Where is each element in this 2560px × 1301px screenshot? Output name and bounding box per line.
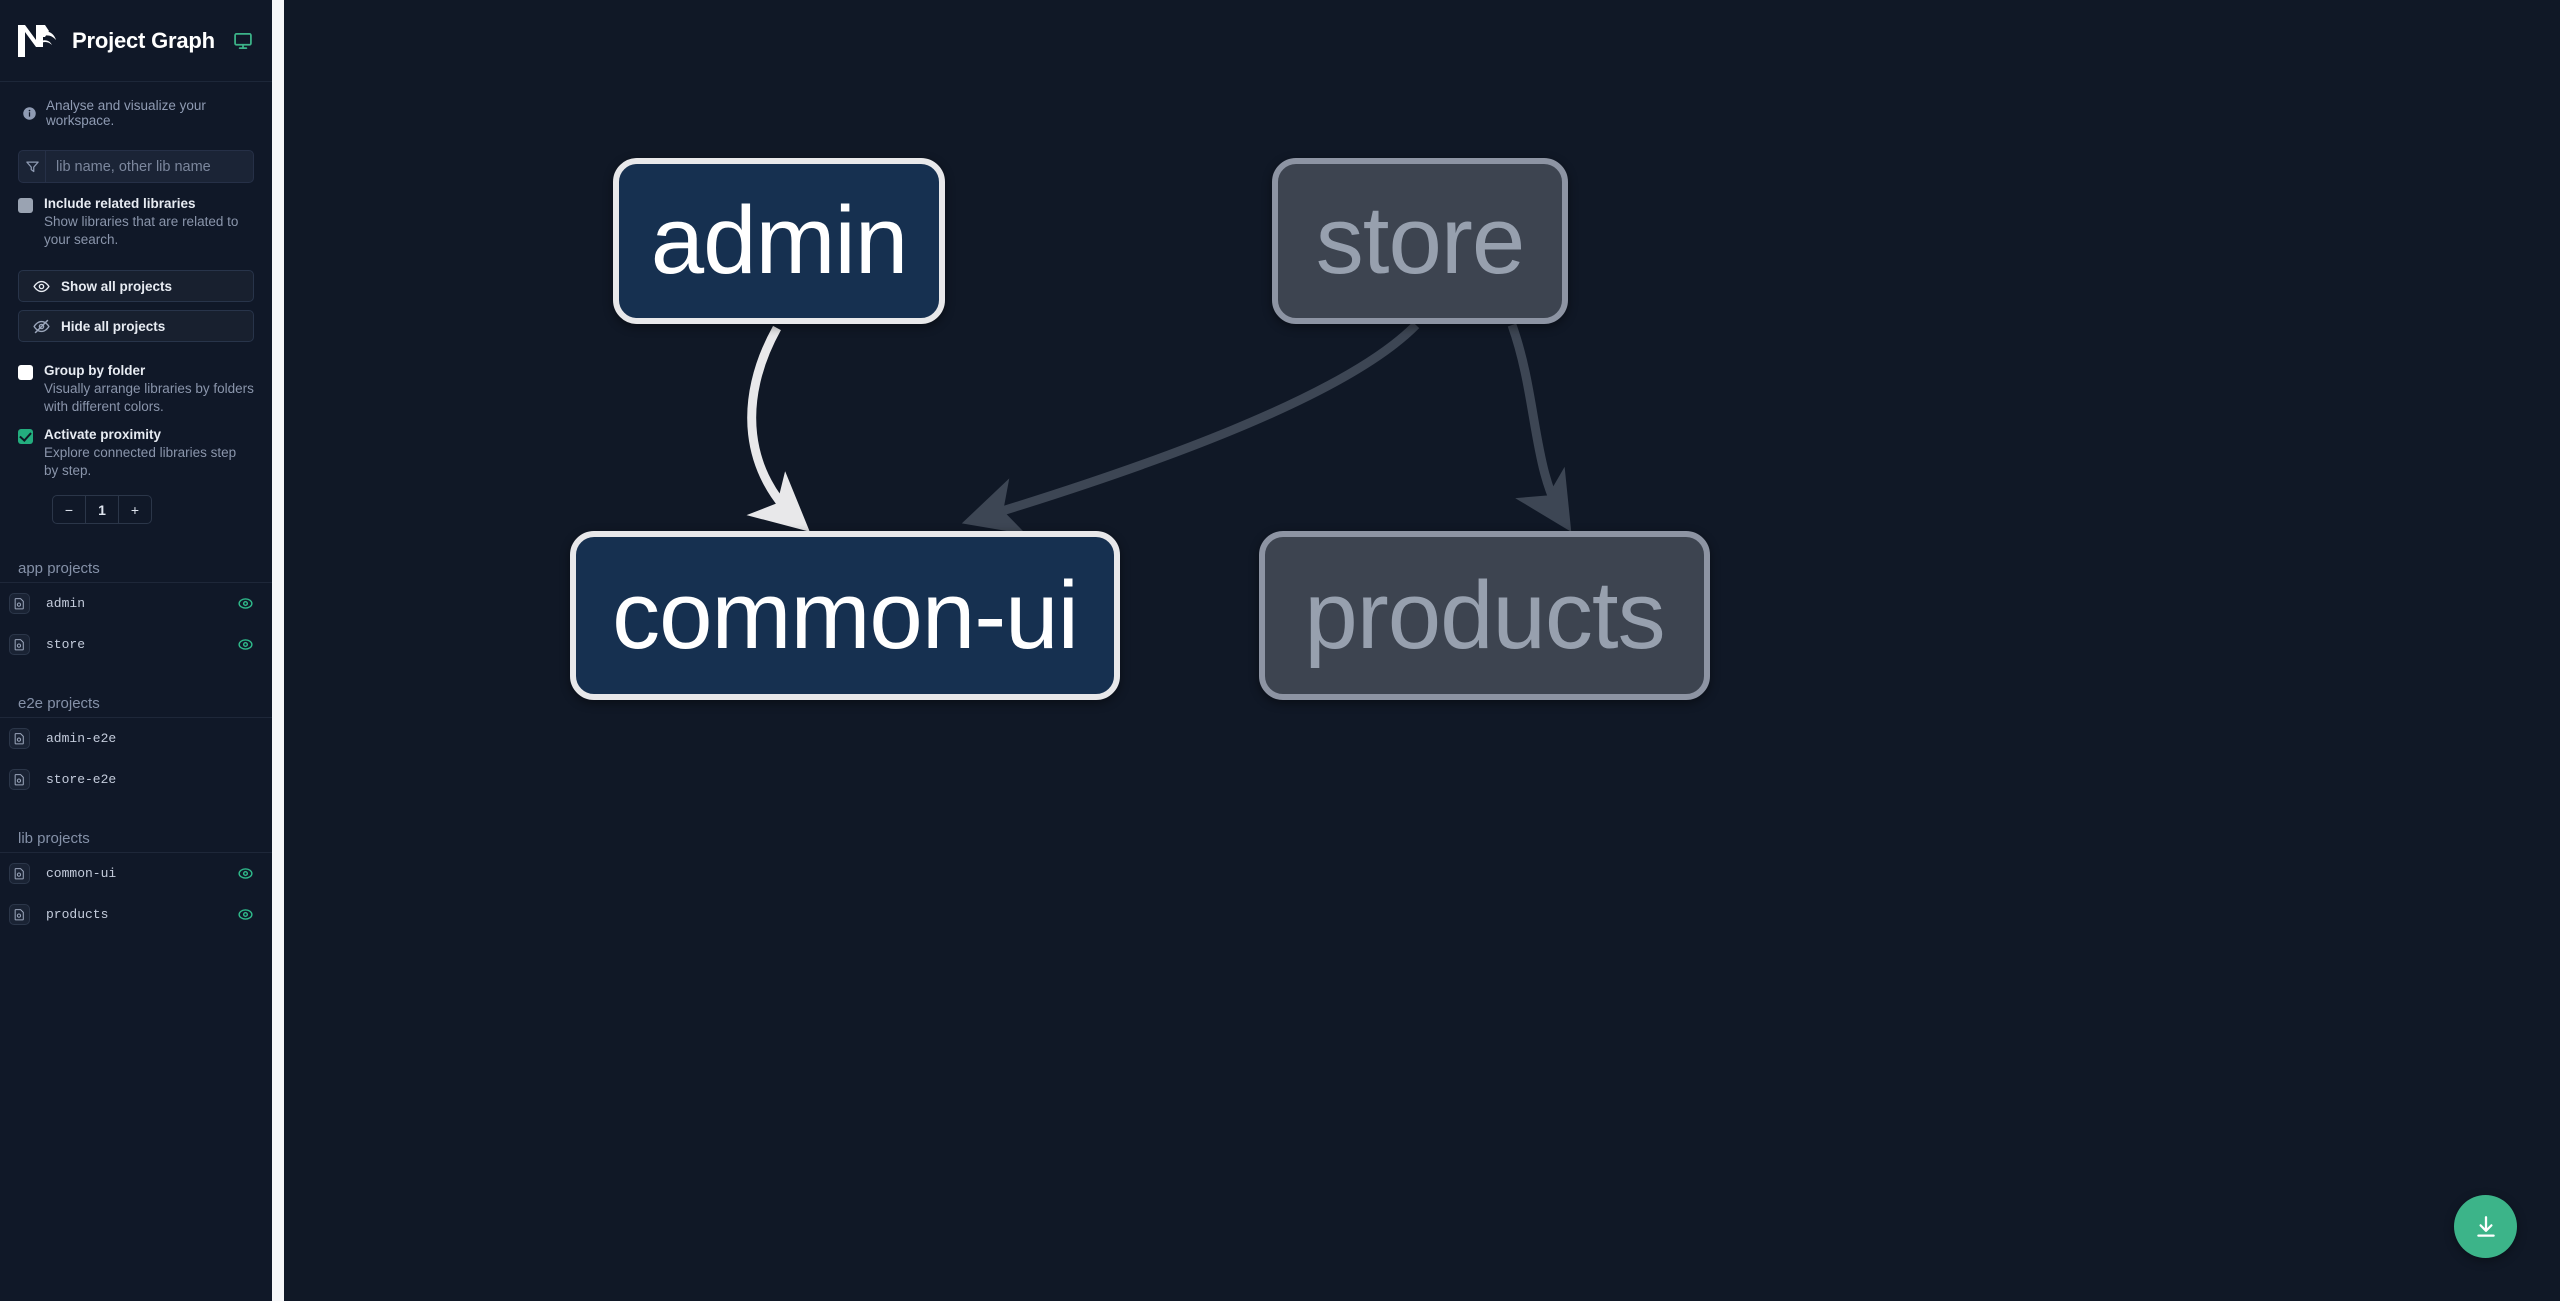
sidebar: Project Graph Analyse and visualize your… [0,0,272,1301]
project-name: admin [46,596,86,611]
project-group-title: lib projects [0,830,272,853]
monitor-icon[interactable] [233,31,253,51]
show-all-projects-label: Show all projects [61,278,173,294]
edge-store-to-products [1507,323,1572,532]
graph-node-products[interactable]: products [1259,531,1710,700]
proximity-value: 1 [98,501,106,518]
page-title: Project Graph [72,27,215,53]
project-file-icon [9,593,30,614]
proximity-increment-button[interactable]: + [130,501,140,518]
project-group-title: e2e projects [0,695,272,718]
project-row-common-ui[interactable]: common-ui [0,853,272,894]
download-icon [2473,1214,2499,1240]
graph-node-admin[interactable]: admin [613,158,945,324]
graph-node-common-ui[interactable]: common-ui [570,531,1120,700]
project-group-lib: lib projects common-ui [0,830,272,935]
option-label: Activate proximity [44,427,162,442]
project-name: store-e2e [46,772,117,787]
graph-node-store[interactable]: store [1272,158,1568,324]
project-file-icon [9,634,30,655]
sidebar-container: Project Graph Analyse and visualize your… [0,0,284,1301]
info-icon [22,106,37,121]
filter-funnel-icon [19,151,46,182]
project-name: store [46,637,86,652]
graph-node-label: store [1315,187,1525,294]
download-graph-button[interactable] [2454,1195,2517,1258]
project-graph-canvas[interactable]: admin store common-ui products [284,0,2560,1301]
show-all-projects-button[interactable]: Show all projects [18,270,254,302]
checkbox-group-by-folder[interactable] [18,365,33,380]
option-label: Group by folder [44,363,146,378]
search-input[interactable] [46,158,253,175]
project-name: products [46,907,109,922]
project-name: admin-e2e [46,731,117,746]
checkbox-activate-proximity[interactable] [18,429,33,444]
proximity-stepper[interactable]: − 1 + [52,495,152,524]
graph-edges [746,321,1572,535]
sidebar-scrollbar[interactable] [272,0,284,1301]
nx-logo-icon [16,21,58,61]
option-include-related-libraries[interactable]: Include related libraries Show libraries… [0,183,272,248]
edge-store-to-common-ui [961,321,1420,535]
eye-icon [33,278,50,295]
option-label: Include related libraries [44,196,196,211]
project-group-e2e: e2e projects admin-e2e store-e2 [0,695,272,800]
project-file-icon [9,769,30,790]
eye-icon[interactable] [237,636,254,653]
edge-admin-to-common-ui [746,325,810,532]
graph-node-label: products [1304,561,1665,669]
stepper-divider [85,496,86,523]
project-row-products[interactable]: products [0,894,272,935]
option-group-by-folder[interactable]: Group by folder Visually arrange librari… [0,342,272,415]
search-box[interactable] [18,150,254,183]
eye-icon[interactable] [237,595,254,612]
hide-all-projects-button[interactable]: Hide all projects [18,310,254,342]
project-row-store[interactable]: store [0,624,272,665]
option-description: Visually arrange libraries by folders wi… [44,381,254,414]
option-description: Show libraries that are related to your … [44,214,239,247]
tagline-text: Analyse and visualize your workspace. [46,98,206,128]
eye-icon[interactable] [237,865,254,882]
project-file-icon [9,728,30,749]
eye-off-icon [33,318,50,335]
project-group-title: app projects [0,560,272,583]
project-row-admin[interactable]: admin [0,583,272,624]
project-group-app: app projects admin [0,560,272,665]
project-file-icon [9,904,30,925]
sidebar-header: Project Graph [0,0,272,82]
hide-all-projects-label: Hide all projects [61,318,166,334]
project-file-icon [9,863,30,884]
tagline: Analyse and visualize your workspace. [0,82,272,128]
project-row-store-e2e[interactable]: store-e2e [0,759,272,800]
project-row-admin-e2e[interactable]: admin-e2e [0,718,272,759]
checkbox-include-related-libraries[interactable] [18,198,33,213]
graph-node-label: admin [650,187,908,294]
option-activate-proximity[interactable]: Activate proximity Explore connected lib… [0,415,272,479]
proximity-decrement-button[interactable]: − [64,501,74,518]
graph-node-label: common-ui [612,561,1079,669]
option-description: Explore connected libraries step by step… [44,445,237,478]
eye-icon[interactable] [237,906,254,923]
stepper-divider [118,496,119,523]
project-name: common-ui [46,866,117,881]
